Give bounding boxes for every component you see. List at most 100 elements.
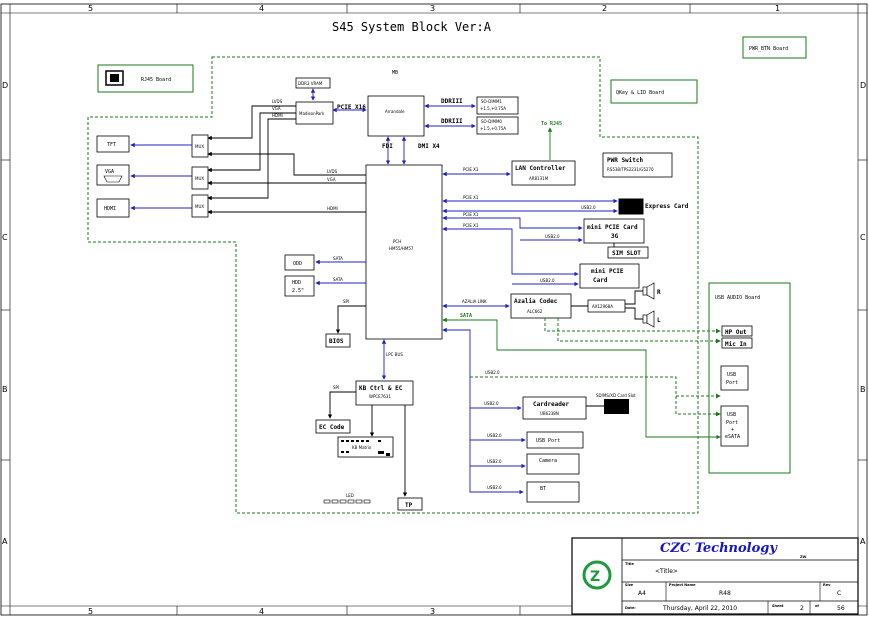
ec-code-rom xyxy=(315,419,351,434)
mic-in-label: Mic In xyxy=(725,341,747,348)
bios-rom xyxy=(325,333,351,348)
qkey-lid-board-label: QKey & LID Board xyxy=(616,90,664,96)
mux-tft-label: MUX xyxy=(195,144,204,149)
bus-pcie-x16: PCIE X16 xyxy=(337,104,366,111)
project-label: Project Name xyxy=(669,583,696,587)
bus-usb20-exp: USB2.0 xyxy=(581,205,596,210)
tft-label: TFT xyxy=(107,142,116,148)
pch-sub-label: HM55/HM57 xyxy=(389,246,414,251)
hdmi-connector xyxy=(96,198,130,218)
azalia-codec xyxy=(510,293,572,319)
bus-spi-bios: SPI xyxy=(343,299,349,304)
kb-ctrl-label: KB Ctrl & EC xyxy=(359,385,403,392)
bus-sata-green: SATA xyxy=(460,313,472,319)
bus-pcie-x1-card: PCIE X1 xyxy=(463,223,479,228)
hp-out-label: HP Out xyxy=(725,329,747,336)
ddr3-vram xyxy=(295,77,331,89)
lan-controller xyxy=(511,160,576,186)
mini-pcie-3g-sub: 3G xyxy=(611,233,619,240)
led-indicators xyxy=(323,499,371,504)
date-value: Thursday, April 22, 2010 xyxy=(662,605,737,612)
bus-lvds: LVDS xyxy=(327,169,338,174)
bus-lvds-top: LVDS xyxy=(272,99,283,104)
cardreader-sub: UB6238N xyxy=(540,411,559,416)
title-block: Z xyxy=(571,537,859,615)
usb-esata-sub3: eSATA xyxy=(725,434,740,440)
kb-ctrl-ec xyxy=(355,380,414,406)
pwr-switch-sub: RS538/TPS2231/G5270 xyxy=(607,167,654,172)
grid-top-2: 2 xyxy=(602,4,607,13)
bus-vga-top: VGA xyxy=(272,106,281,111)
azalia-codec-label: Azalia Codec xyxy=(514,298,558,305)
sim-slot-label: SIM SLOT xyxy=(612,250,641,257)
company-name: CZC Technology xyxy=(660,541,778,556)
grid-right-b: B xyxy=(860,385,866,394)
size-value: A4 xyxy=(638,590,646,597)
pwr-switch-label: PWR Switch xyxy=(607,157,644,164)
grid-right-d: D xyxy=(860,81,866,90)
mini-pcie-card-label: mini PCIE xyxy=(591,268,624,275)
usb-port-mb xyxy=(526,431,584,449)
sheet-frame xyxy=(0,3,868,616)
usb-port-label: USB Port xyxy=(536,438,560,444)
hp-out-jack xyxy=(721,325,753,337)
lan-controller-sub: AR8131M xyxy=(529,176,549,181)
bus-usb20-card: USB2.0 xyxy=(540,278,555,283)
rev-label: Rev xyxy=(823,583,831,587)
bus-hdmi-top: HDMI xyxy=(272,113,283,118)
keyboard-icon xyxy=(341,440,390,456)
so-dimm-1-label: SO-DIMM1 xyxy=(481,99,502,104)
speaker-l-label: L xyxy=(657,317,661,324)
grid-bottom-3: 3 xyxy=(430,607,435,616)
usb-port-board-label: USB xyxy=(727,372,736,378)
so-dimm-0 xyxy=(476,116,519,135)
pwr-switch xyxy=(602,152,673,178)
audio-amp-label: AX12968A xyxy=(592,304,613,309)
so-dimm-1 xyxy=(476,96,519,115)
mini-pcie-3g-label: mini PCIE Card xyxy=(587,224,638,231)
mux-vga xyxy=(191,166,209,190)
touchpad xyxy=(397,497,423,511)
mini-pcie-3g xyxy=(583,218,645,244)
cardreader-label: Cardreader xyxy=(533,401,570,408)
sheet-label: Sheet xyxy=(772,604,784,608)
grid-left-a: A xyxy=(2,537,8,546)
grid-top-3: 3 xyxy=(430,4,435,13)
mini-pcie-card-sub: Card xyxy=(593,277,608,284)
bt-label: BT xyxy=(540,486,546,492)
cardreader xyxy=(522,396,587,420)
sim-slot xyxy=(607,246,649,259)
bus-usb20-port: USB2.0 xyxy=(487,433,502,438)
kb-ctrl-sub: WPCE7631 xyxy=(369,394,391,399)
madison-park-label: MadisonPark xyxy=(299,111,325,116)
rev-value: C xyxy=(837,590,841,597)
arrandale-cpu xyxy=(367,95,425,137)
lan-controller-label: LAN Controller xyxy=(515,165,566,172)
mic-in-jack xyxy=(721,337,753,349)
grid-top-1: 1 xyxy=(775,4,780,13)
express-card-label: Express Card xyxy=(645,203,689,210)
czc-logo-icon xyxy=(582,560,612,590)
vga-label: VGA xyxy=(105,169,114,175)
camera xyxy=(526,453,580,475)
bus-spi-ec: SPI xyxy=(333,385,339,390)
express-card-slot xyxy=(618,198,644,215)
qkey-lid-board xyxy=(610,79,698,104)
speaker-r-label: R xyxy=(657,289,661,296)
usb-port-board xyxy=(720,365,749,391)
bus-usb20-cam: USB2.0 xyxy=(487,459,502,464)
bus-azalia-link: AZALIA LINK xyxy=(462,299,487,304)
grid-right-c: C xyxy=(860,233,866,242)
date-label: Date: xyxy=(625,606,636,610)
azalia-codec-sub: ALC662 xyxy=(527,309,543,314)
card-slot-label: SD/MS/XD Card Slot xyxy=(596,393,636,398)
so-dimm-1-sub: +1.5,+0.75A xyxy=(480,106,506,111)
bus-usb20-cr: USB2.0 xyxy=(484,401,499,406)
pch-label: PCH xyxy=(393,239,401,244)
mux-tft xyxy=(191,134,209,158)
card-slot xyxy=(604,399,629,414)
camera-label: Camera xyxy=(539,458,557,464)
bus-pcie-x1-3g: PCIE X1 xyxy=(463,212,479,217)
mux-hdmi xyxy=(191,194,209,218)
hdd-label: HDD xyxy=(292,280,301,286)
